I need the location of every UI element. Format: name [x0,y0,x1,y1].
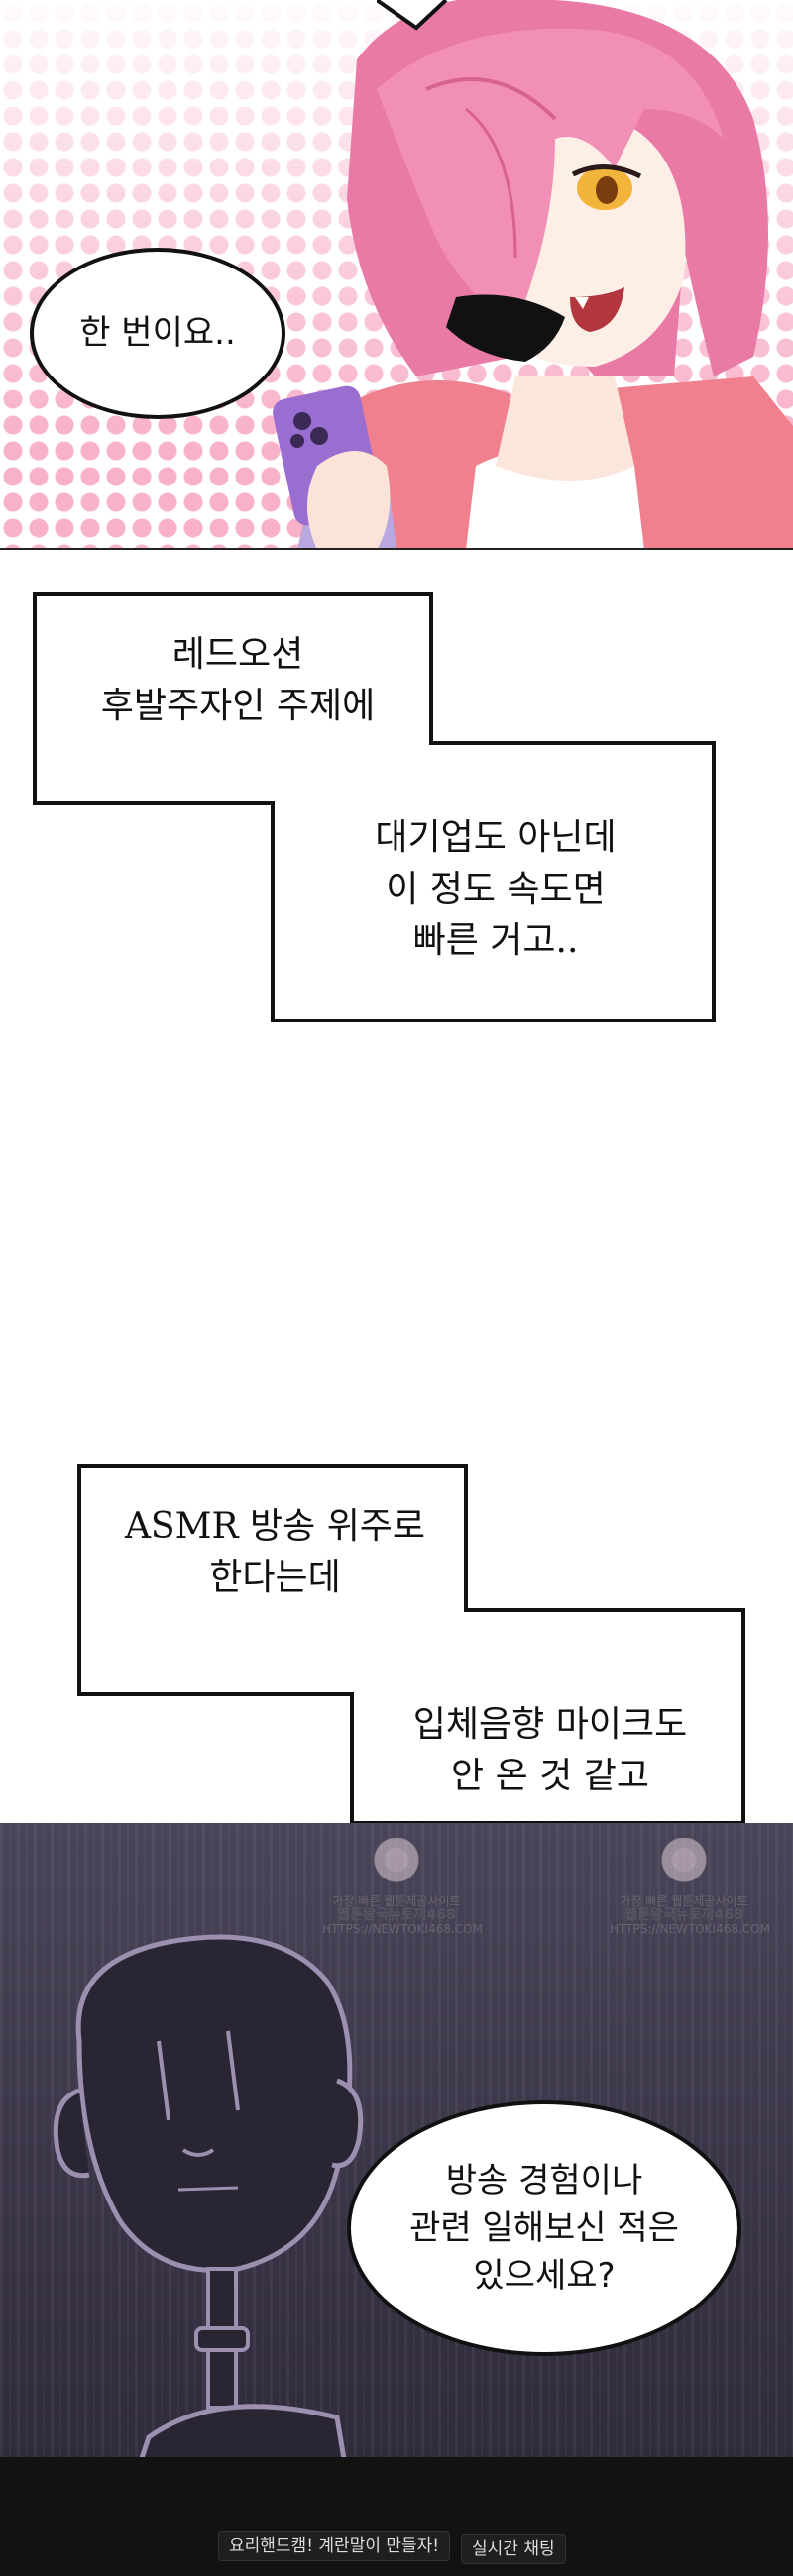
speech-line: 관련 일해보신 적은 [409,2208,679,2248]
panel-dark-microphone: 가장 빠른 웹툰제공사이트 웹툰왕국뉴토끼468 HTTPS://NEWTOKI… [0,1823,793,2576]
stream-ui-bar: 요리핸드캠! 계란말이 만들자! 실시간 채팅 [0,2457,793,2576]
speech-bubble: 한 번이요.. [30,248,285,419]
narration-line: 입체음향 마이크도 [412,1704,688,1745]
speech-text: 한 번이요.. [79,312,236,353]
mannequin-head-microphone-icon [53,1934,364,2500]
speech-line: 있으세요? [473,2256,616,2296]
watermark-logo-icon [367,1838,426,1892]
narration-line: ASMR 방송 위주로 [124,1506,426,1547]
narration-line: 레드오션 [171,634,304,675]
narration-line: 한다는데 [209,1557,341,1598]
speech-tail [377,0,448,31]
watermark: 가장 빠른 웹툰제공사이트 웹툰왕국뉴토끼468 HTTPS://NEWTOKI… [322,1838,483,1936]
watermark-logo-icon [654,1838,714,1892]
narration-line: 이 정도 속도면 [386,869,606,910]
pink-hair-girl-illustration [273,0,793,550]
narration-line: 빠른 거고.. [412,920,579,961]
narration-line: 대기업도 아닌데 [375,817,617,858]
watermark: 가장 빠른 웹툰제공사이트 웹툰왕국뉴토끼468 HTTPS://NEWTOKI… [610,1838,770,1936]
narration-box-group-1: 레드오션 후발주자인 주제에 대기업도 아닌데 이 정도 속도면 빠른 거고.. [25,590,719,1025]
narration-line: 후발주자인 주제에 [100,686,376,726]
stream-title: 요리핸드캠! 계란말이 만들자! [218,2531,451,2561]
speech-bubble-question: 방송 경험이나 관련 일해보신 적은 있으세요? [347,2100,741,2356]
speech-line: 방송 경험이나 [445,2161,643,2200]
narration-line: 안 온 것 같고 [451,1756,649,1796]
panel-girl-phone: 한 번이요.. [0,0,793,550]
live-chat-tab[interactable]: 실시간 채팅 [461,2534,566,2564]
narration-box-group-2: ASMR 방송 위주로 한다는데 입체음향 마이크도 안 온 것 같고 [74,1461,748,1828]
